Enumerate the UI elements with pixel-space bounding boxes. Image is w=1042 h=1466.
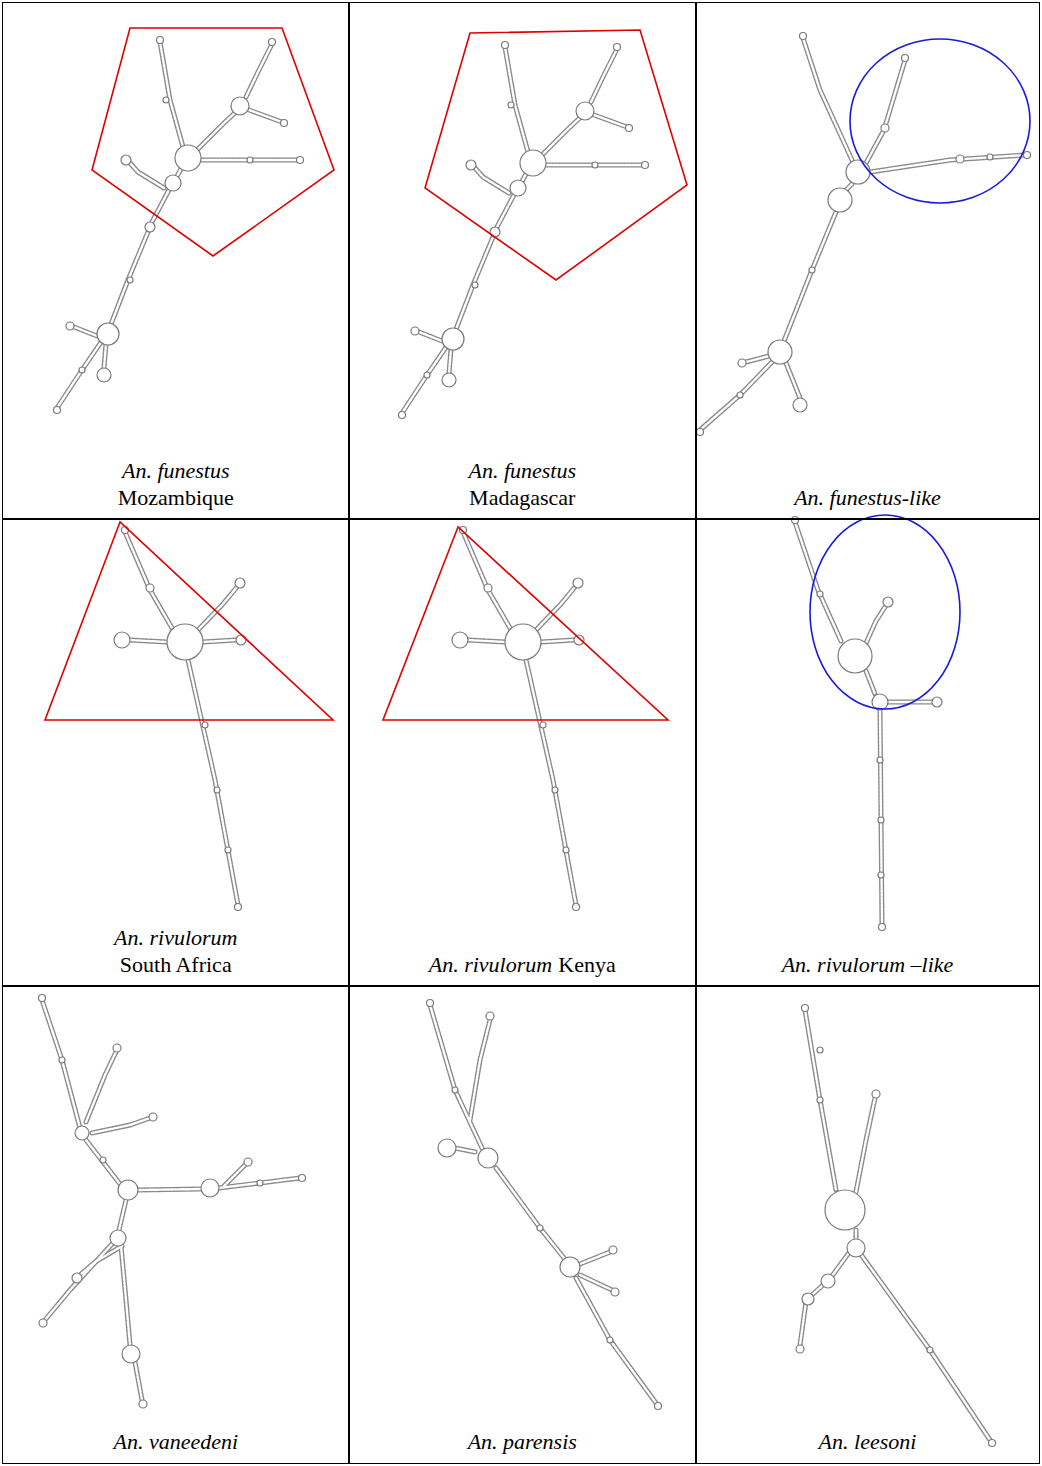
- red-triangle: [45, 522, 333, 720]
- species-name: An. funestus: [118, 458, 234, 485]
- rna-structure: [700, 38, 1025, 430]
- table-cell: An. parensis: [348, 985, 697, 1464]
- species-name: An. funestus-like: [794, 485, 941, 512]
- table-cell: An. funestusMadagascar: [348, 2, 697, 520]
- rna-loops: [39, 33, 1031, 1447]
- rna-structure: [463, 532, 576, 905]
- locality-name: South Africa: [114, 952, 237, 979]
- species-name: An. rivulorum: [114, 925, 237, 952]
- rna-structure: [402, 47, 643, 413]
- rna-structure: [114, 527, 246, 911]
- rna-structure: [125, 532, 238, 905]
- species-caption: An. parensis: [464, 1429, 581, 1463]
- species-name: An. rivulorum –like: [782, 952, 954, 979]
- rna-structure: [796, 1005, 996, 1447]
- species-caption: An. funestus-like: [790, 485, 945, 519]
- rna-structure: [39, 995, 306, 1409]
- blue-ellipse: [810, 515, 960, 709]
- species-caption: An. rivulorumKenya: [425, 952, 620, 986]
- rna-structure: [430, 1005, 656, 1403]
- rna-structure: [42, 1000, 300, 1400]
- species-name: An. rivulorum: [429, 952, 552, 977]
- red-pentagon: [92, 28, 334, 256]
- rna-structure: [800, 1010, 990, 1440]
- species-caption: An. funestusMadagascar: [464, 458, 580, 519]
- species-caption: An. rivulorum –like: [778, 952, 958, 986]
- species-caption: An. rivulorumSouth Africa: [110, 925, 241, 986]
- rna-structure: [697, 33, 1031, 436]
- table-cell: An. rivulorumSouth Africa: [2, 518, 350, 987]
- rna-structure: [42, 1000, 300, 1400]
- rna-structure: [795, 522, 932, 925]
- species-caption: An. funestusMozambique: [114, 458, 238, 519]
- rna-structure: [402, 47, 643, 413]
- red-triangle: [383, 527, 668, 720]
- blue-ellipse: [850, 39, 1030, 203]
- rna-structure: [427, 1000, 662, 1410]
- species-caption: An. vaneedeni: [109, 1429, 242, 1463]
- stem-inner: [42, 38, 1025, 1440]
- table-cell: An. funestus-like: [695, 2, 1040, 520]
- species-caption: An. leesoni: [815, 1429, 921, 1463]
- locality-name: Mozambique: [118, 485, 234, 512]
- rna-stems: [42, 38, 1025, 1440]
- rna-structure: [54, 37, 304, 414]
- rna-structure: [463, 532, 576, 905]
- table-cell: An. funestusMozambique: [2, 2, 350, 520]
- rna-structure: [800, 1010, 990, 1440]
- rna-structure: [795, 522, 932, 925]
- rna-structure: [399, 42, 649, 419]
- red-pentagon: [425, 30, 687, 280]
- highlight-marks: [45, 28, 1030, 720]
- rna-structure: [700, 38, 1025, 430]
- species-name: An. funestus: [468, 458, 576, 485]
- locality-name: Kenya: [558, 952, 615, 977]
- table-cell: An. rivulorumKenya: [348, 518, 697, 987]
- species-name: An. vaneedeni: [113, 1429, 238, 1456]
- stem-outer: [42, 38, 1025, 1440]
- rna-structure: [452, 527, 584, 911]
- species-name: An. parensis: [468, 1429, 577, 1456]
- table-cell: An. vaneedeni: [2, 985, 350, 1464]
- species-name: An. leesoni: [819, 1429, 917, 1456]
- rna-structure: [57, 42, 298, 408]
- table-cell: An. rivulorum –like: [695, 518, 1040, 987]
- rna-structure: [125, 532, 238, 905]
- rna-structure: [430, 1005, 656, 1403]
- rna-structure: [57, 42, 298, 408]
- table-cell: An. leesoni: [695, 985, 1040, 1464]
- locality-name: Madagascar: [468, 485, 576, 512]
